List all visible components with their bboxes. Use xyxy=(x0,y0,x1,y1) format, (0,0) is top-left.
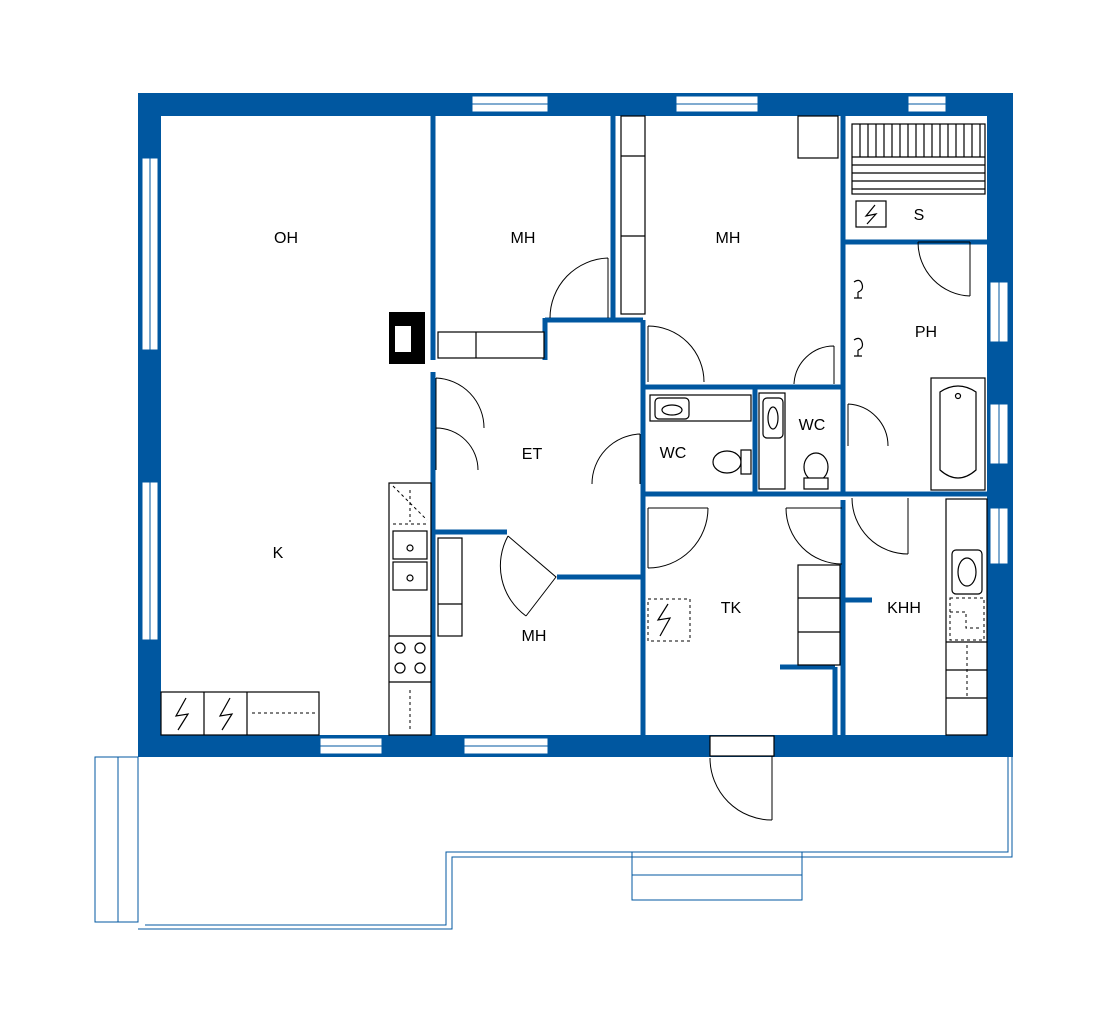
room-label-mh-2: MH xyxy=(716,230,741,247)
technical-box xyxy=(647,598,691,642)
room-label-s: S xyxy=(914,207,925,224)
kitchen-counter xyxy=(388,482,432,736)
room-label-et: ET xyxy=(522,446,543,463)
terrace xyxy=(94,756,1013,930)
room-label-wc-1: WC xyxy=(660,445,687,462)
room-labels: OH MH MH S PH ET WC WC K TK KHH MH xyxy=(273,207,937,645)
room-label-oh: OH xyxy=(274,230,298,247)
bathroom-fixtures xyxy=(649,279,986,491)
room-label-mh-3: MH xyxy=(522,628,547,645)
utility-room-counter xyxy=(945,498,988,736)
room-label-ph: PH xyxy=(915,324,937,341)
utility-cabinets xyxy=(160,691,320,736)
fireplace xyxy=(389,312,425,364)
doors xyxy=(435,241,971,821)
interior-walls xyxy=(430,116,987,735)
room-label-tk: TK xyxy=(721,600,742,617)
room-label-mh-1: MH xyxy=(511,230,536,247)
room-label-khh: KHH xyxy=(887,600,921,617)
sauna xyxy=(851,123,986,228)
windows xyxy=(141,95,1009,755)
wardrobes xyxy=(437,115,841,666)
room-label-wc-2: WC xyxy=(799,417,826,434)
room-label-k: K xyxy=(273,545,284,562)
